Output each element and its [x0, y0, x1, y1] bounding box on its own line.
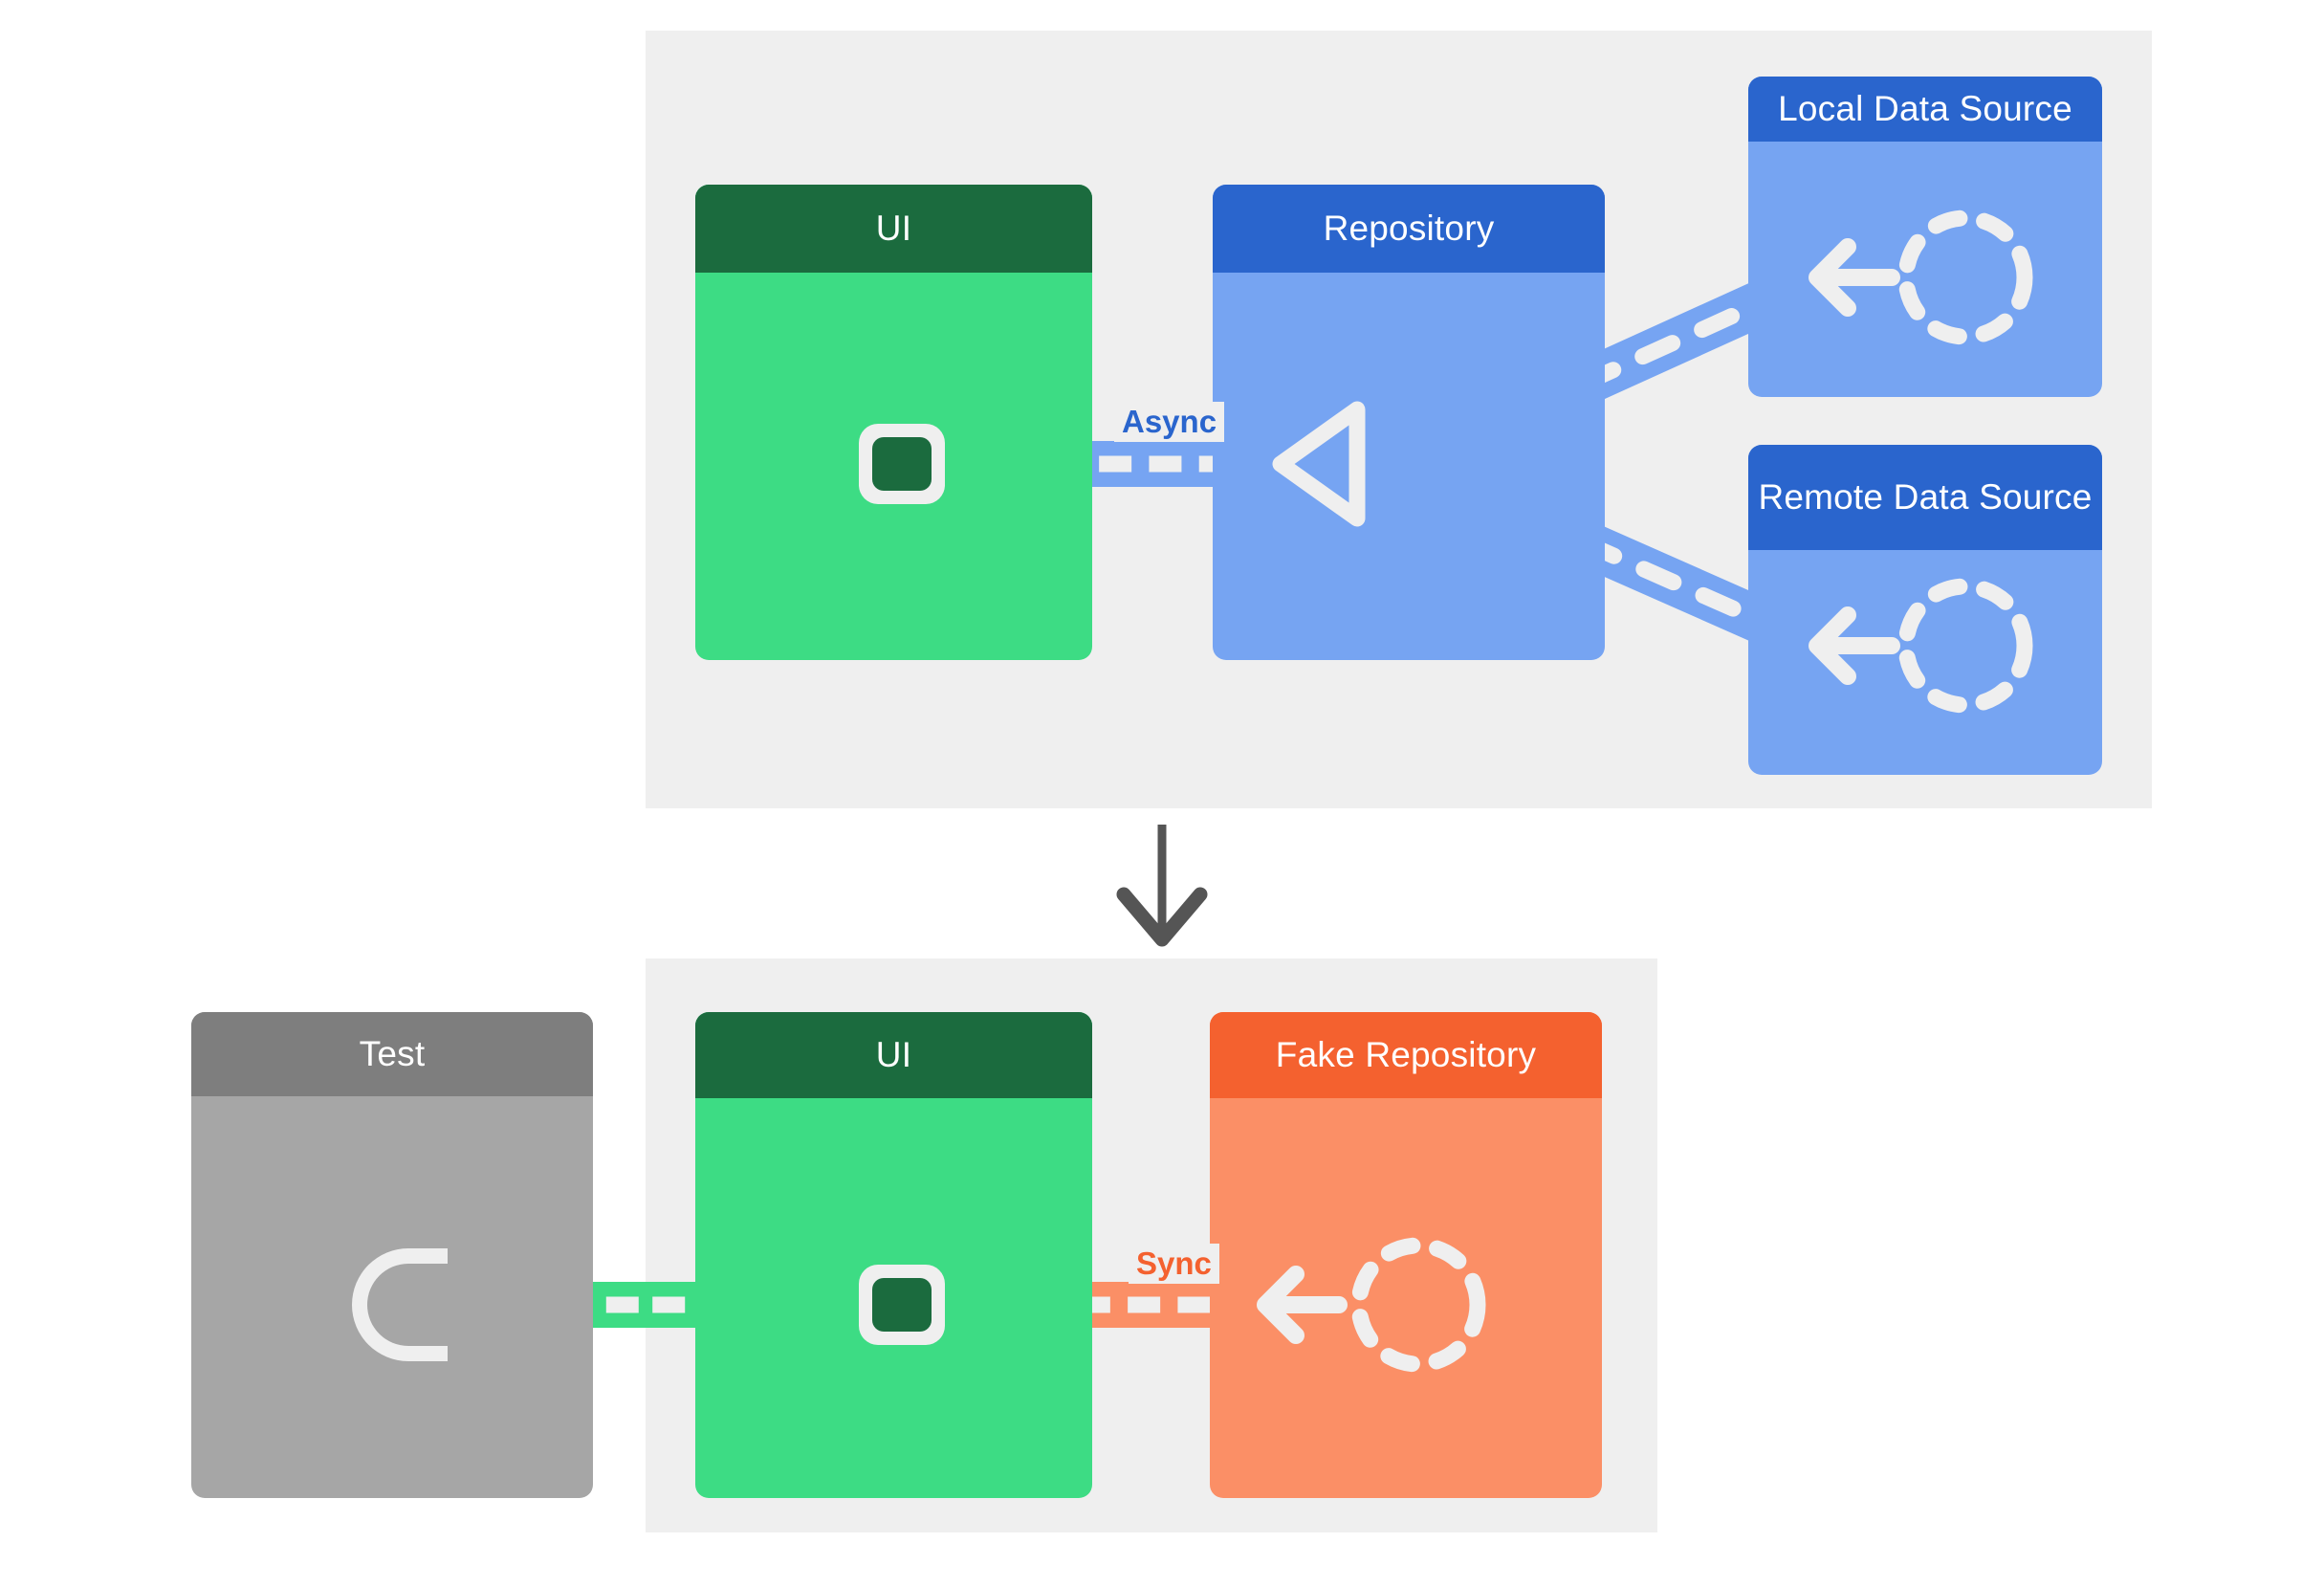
card-remote-data-source-label: Remote Data Source	[1758, 477, 2093, 518]
async-label: Async	[1114, 402, 1225, 442]
card-local-data-source-header: Local Data Source	[1748, 77, 2102, 142]
card-ui-production-label: UI	[875, 209, 912, 249]
card-repository-label: Repository	[1323, 209, 1495, 249]
rounded-square-icon-fill	[872, 1278, 932, 1332]
rounded-square-icon	[859, 424, 945, 504]
card-remote-data-source-header: Remote Data Source	[1748, 445, 2102, 550]
card-ui-production-header: UI	[695, 185, 1092, 273]
card-test-label: Test	[359, 1034, 426, 1074]
card-repository-header: Repository	[1213, 185, 1605, 273]
d-shape-icon-fill	[367, 1264, 448, 1346]
card-ui-test-header: UI	[695, 1012, 1092, 1098]
card-fake-repository[interactable]: Fake Repository	[1210, 1012, 1602, 1498]
d-shape-icon	[352, 1248, 448, 1361]
card-ui-test-label: UI	[875, 1035, 912, 1075]
rounded-square-icon	[859, 1265, 945, 1345]
card-local-data-source[interactable]: Local Data Source	[1748, 77, 2102, 397]
card-test-header: Test	[191, 1012, 593, 1096]
card-fake-repository-header: Fake Repository	[1210, 1012, 1602, 1098]
card-remote-data-source[interactable]: Remote Data Source	[1748, 445, 2102, 775]
card-local-data-source-label: Local Data Source	[1778, 89, 2072, 129]
card-ui-production[interactable]: UI	[695, 185, 1092, 660]
card-fake-repository-label: Fake Repository	[1275, 1035, 1537, 1075]
sync-label: Sync	[1129, 1244, 1219, 1284]
rounded-square-icon-fill	[872, 437, 932, 491]
card-repository[interactable]: Repository	[1213, 185, 1605, 660]
card-ui-test[interactable]: UI	[695, 1012, 1092, 1498]
